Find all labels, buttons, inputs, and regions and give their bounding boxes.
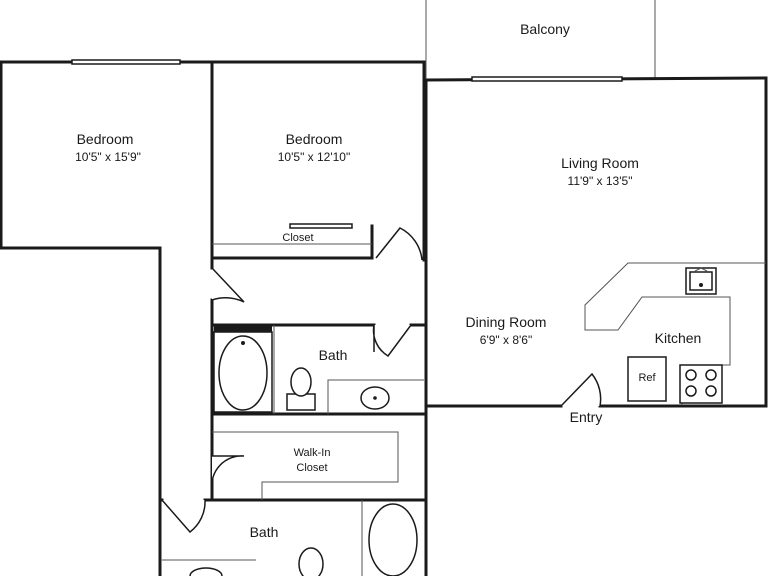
labels: Balcony Bedroom 10'5" x 15'9" Bedroom 10… [75, 21, 701, 540]
bedroom2-label: Bedroom [286, 131, 343, 147]
bath2-fixtures [162, 500, 418, 576]
bath2-label: Bath [250, 524, 279, 540]
bath1-fixtures [213, 325, 424, 414]
closet-label: Closet [282, 232, 313, 244]
bedroom2-dimensions: 10'5" x 12'10" [278, 150, 351, 164]
windows [71, 59, 623, 82]
kitchen [584, 262, 766, 405]
kitchen-label: Kitchen [655, 330, 702, 346]
dining-room-label: Dining Room [466, 314, 547, 330]
dining-room-dimensions: 6'9" x 8'6" [480, 333, 532, 347]
living-room-dimensions: 11'9" x 13'5" [568, 174, 633, 188]
bedroom1-dimensions: 10'5" x 15'9" [75, 150, 141, 164]
balcony-label: Balcony [520, 21, 570, 37]
walk-in-label-line1: Walk-In [294, 447, 331, 459]
living-room-label: Living Room [561, 155, 639, 171]
closet-shelf [212, 223, 372, 245]
walk-in-shelf [212, 431, 399, 500]
doors [161, 227, 602, 534]
ref-label: Ref [638, 372, 656, 384]
balcony [425, 0, 656, 80]
bedroom1-label: Bedroom [77, 131, 134, 147]
bath1-label: Bath [319, 347, 348, 363]
entry-label: Entry [570, 409, 603, 425]
walk-in-label-line2: Closet [296, 462, 327, 474]
